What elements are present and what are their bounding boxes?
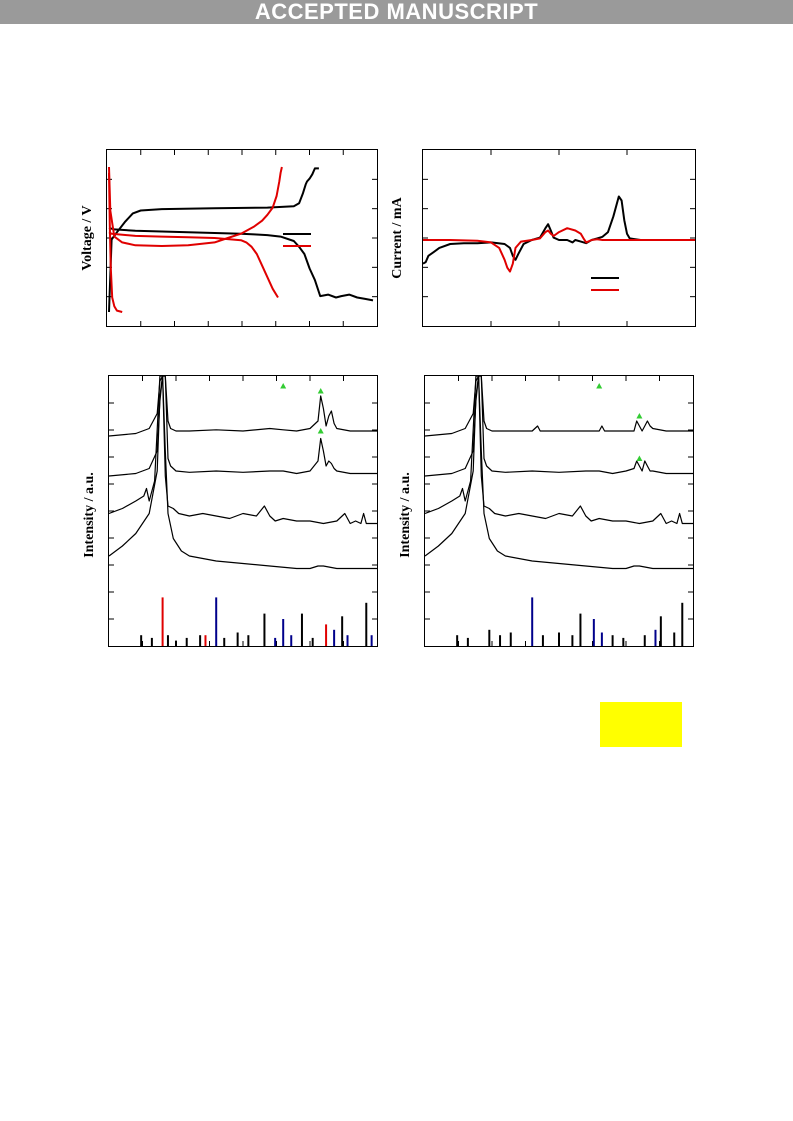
highlight-box	[600, 702, 682, 747]
accepted-manuscript-banner: ACCEPTED MANUSCRIPT	[0, 0, 793, 24]
panel-b-ylabel: Current / mA	[390, 197, 405, 279]
series-line-red	[108, 166, 283, 247]
peak-marker	[636, 455, 643, 461]
panel-b-plot	[423, 150, 695, 326]
panel-c-plot	[109, 376, 377, 646]
series-line-black	[425, 376, 693, 570]
panel-c-ylabel: Intensity / a.u.	[82, 472, 97, 558]
series-line-black	[108, 226, 374, 302]
panel-c-xrd-chart	[108, 375, 378, 647]
panel-b-current-chart	[422, 149, 696, 327]
series-line-black	[109, 376, 377, 437]
peak-marker	[280, 383, 287, 389]
peak-marker	[636, 413, 643, 419]
series-line-black	[109, 376, 377, 477]
panel-a-plot	[107, 150, 377, 326]
series-line-black	[109, 376, 377, 525]
peak-marker	[596, 383, 603, 389]
series-line-black	[108, 167, 319, 313]
panel-a-ylabel: Voltage / V	[80, 205, 95, 271]
series-line-red	[423, 227, 695, 273]
peak-marker	[317, 388, 324, 394]
series-line-black	[425, 376, 693, 477]
panel-a-voltage-chart	[106, 149, 378, 327]
panel-d-plot	[425, 376, 693, 646]
series-line-black	[423, 195, 695, 265]
panel-d-xrd-chart	[424, 375, 694, 647]
peak-marker	[317, 428, 324, 434]
series-line-black	[109, 376, 377, 570]
series-line-black	[425, 376, 693, 437]
panel-d-ylabel: Intensity / a.u.	[398, 472, 413, 558]
series-line-red	[108, 172, 123, 313]
series-line-red	[108, 231, 279, 299]
series-line-black	[425, 376, 693, 525]
